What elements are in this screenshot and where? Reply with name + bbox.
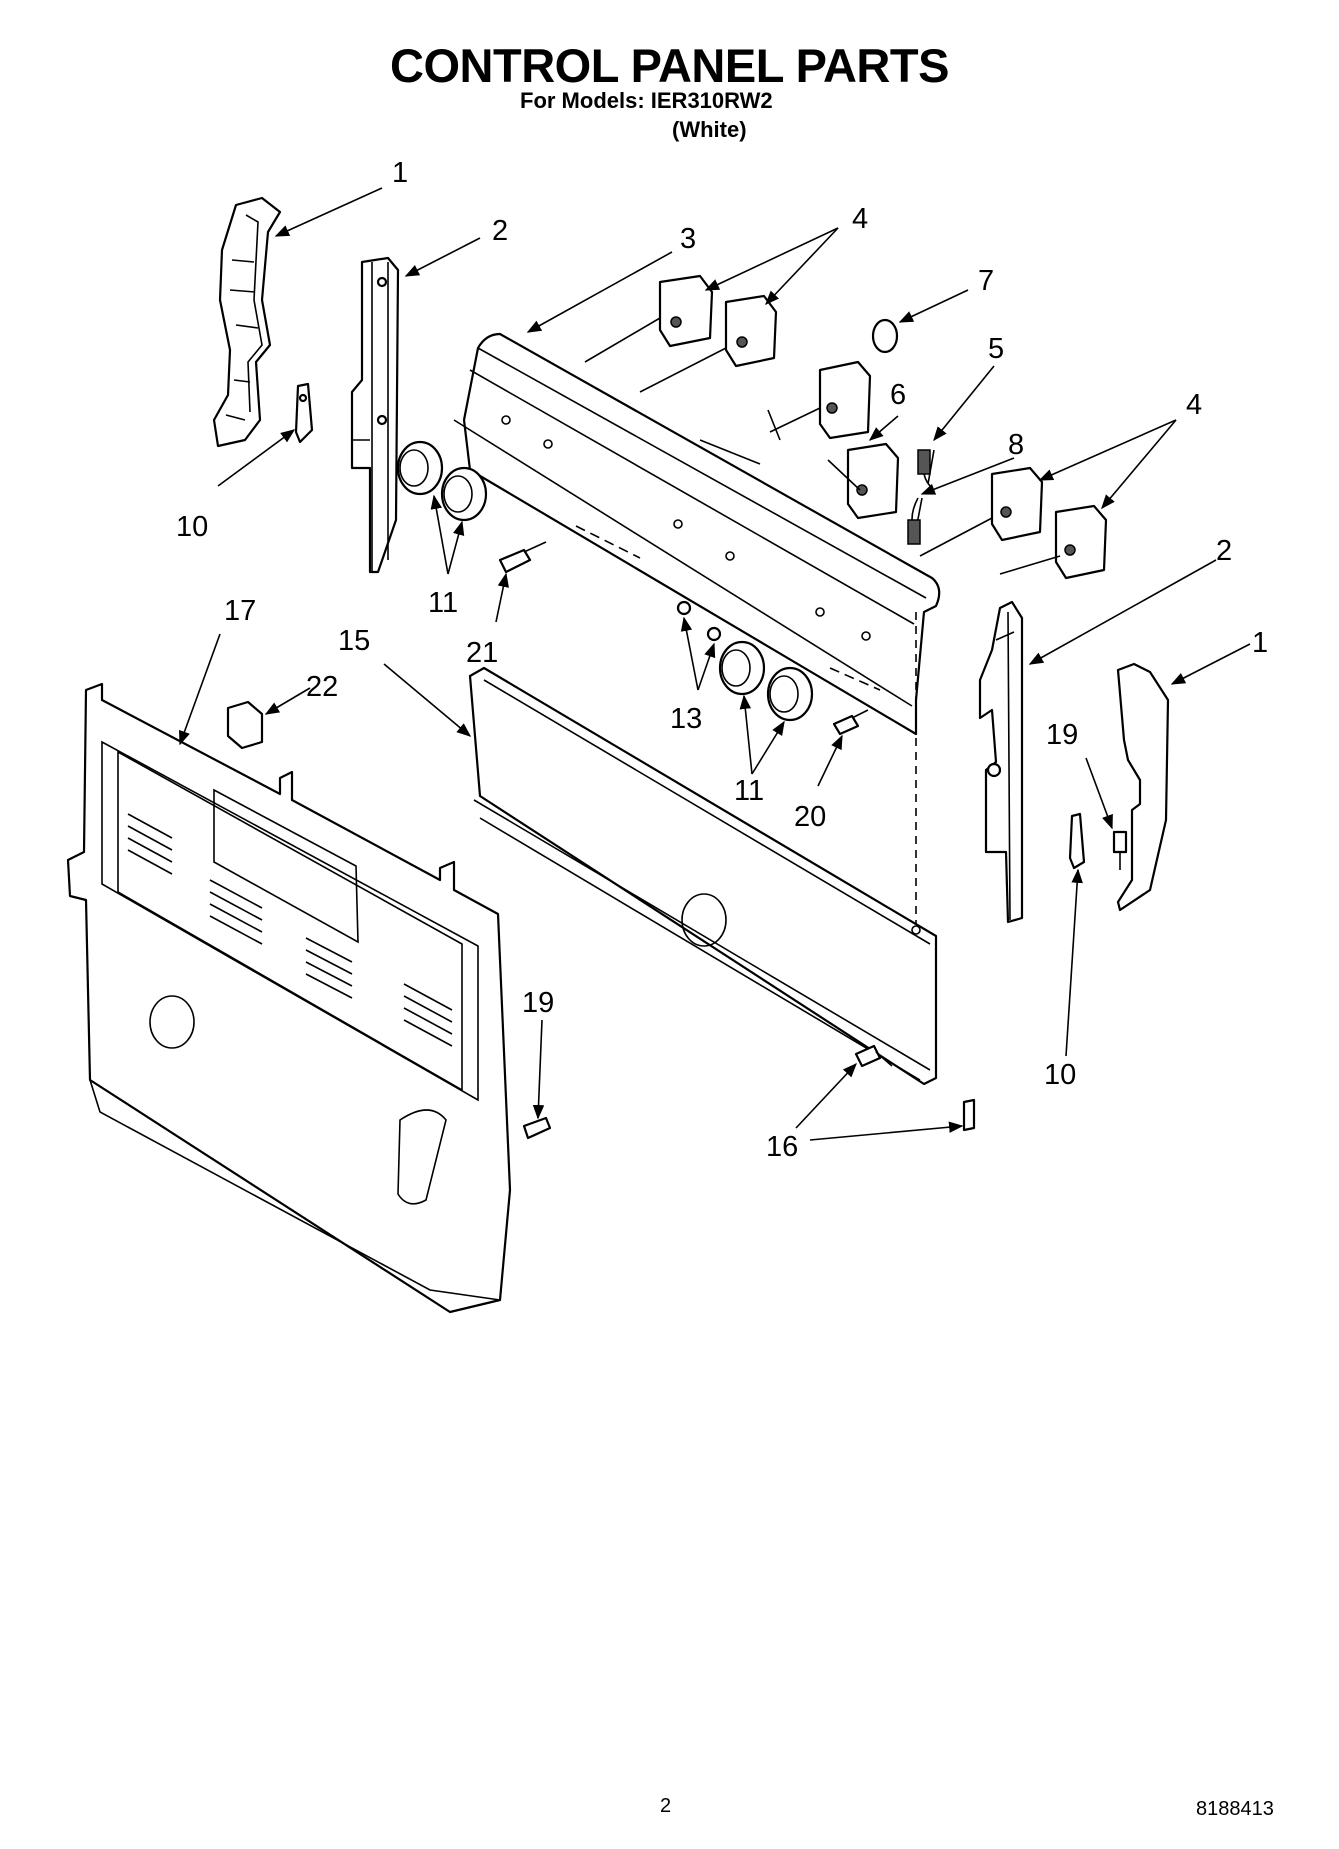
callout-20: 20 bbox=[794, 801, 826, 833]
callout-13: 13 bbox=[670, 703, 702, 735]
part-10-left-clip bbox=[294, 382, 314, 444]
part-16-screws bbox=[854, 1044, 976, 1132]
part-19-screw-left bbox=[522, 1116, 552, 1140]
callout-19-left: 19 bbox=[522, 987, 554, 1019]
page-number: 2 bbox=[660, 1795, 672, 1817]
callout-15: 15 bbox=[338, 625, 370, 657]
part-13-screws bbox=[676, 600, 722, 642]
callout-6: 6 bbox=[890, 379, 906, 411]
callout-17: 17 bbox=[224, 595, 256, 627]
part-19-screw-right bbox=[1112, 830, 1128, 870]
leader-arrows bbox=[179, 187, 1251, 1141]
part-7-ring bbox=[871, 318, 899, 354]
callout-11-lower: 11 bbox=[734, 775, 764, 807]
part-2-left-bracket bbox=[350, 256, 400, 574]
part-11-knobs-left bbox=[396, 440, 488, 522]
callout-2-right: 2 bbox=[1216, 535, 1232, 567]
callout-3: 3 bbox=[680, 223, 696, 255]
callout-21: 21 bbox=[466, 637, 498, 669]
callout-16: 16 bbox=[766, 1131, 798, 1163]
callout-2-top-left: 2 bbox=[492, 215, 508, 247]
part-3-control-housing bbox=[453, 332, 941, 935]
page-title: CONTROL PANEL PARTS bbox=[390, 39, 949, 92]
callout-10-right: 10 bbox=[1044, 1059, 1076, 1091]
part-21-screw bbox=[498, 541, 547, 574]
part-1-right-end-cap bbox=[1116, 662, 1170, 912]
switch-mount-lines bbox=[584, 317, 1061, 575]
part-10-right-clip bbox=[1068, 812, 1086, 870]
document-code: 8188413 bbox=[1196, 1798, 1274, 1820]
part-1-left-end-cap bbox=[212, 196, 282, 448]
callout-labels: 1 2 3 4 7 5 6 4 8 10 11 21 2 1 17 15 22 … bbox=[176, 157, 1268, 1163]
part-15-panel bbox=[468, 666, 938, 1086]
callout-4-top: 4 bbox=[852, 203, 868, 235]
part-4-switches-top bbox=[658, 274, 778, 368]
callout-10-left: 10 bbox=[176, 511, 208, 543]
callout-22: 22 bbox=[306, 671, 338, 703]
part-4-switches-right bbox=[990, 466, 1108, 580]
part-2-right-bracket bbox=[978, 600, 1024, 924]
part-5-wire-harness bbox=[917, 449, 935, 487]
callout-1-top-left: 1 bbox=[392, 157, 408, 189]
callout-8: 8 bbox=[1008, 429, 1024, 461]
callout-11-upper: 11 bbox=[428, 587, 458, 619]
part-6-switch bbox=[818, 360, 900, 520]
callout-7: 7 bbox=[978, 265, 994, 297]
part-20-screw bbox=[832, 709, 869, 736]
part-17-rear-panel bbox=[66, 682, 512, 1314]
part-22-clip bbox=[226, 700, 264, 750]
part-11-knobs-right bbox=[718, 640, 814, 722]
callout-1-right: 1 bbox=[1252, 627, 1268, 659]
callout-4-right: 4 bbox=[1186, 389, 1202, 421]
models-line: For Models: IER310RW2 bbox=[520, 88, 773, 113]
color-line: (White) bbox=[672, 117, 747, 142]
part-8-wire-harness bbox=[907, 497, 923, 545]
callout-5: 5 bbox=[988, 333, 1004, 365]
callout-19-right: 19 bbox=[1046, 719, 1078, 751]
